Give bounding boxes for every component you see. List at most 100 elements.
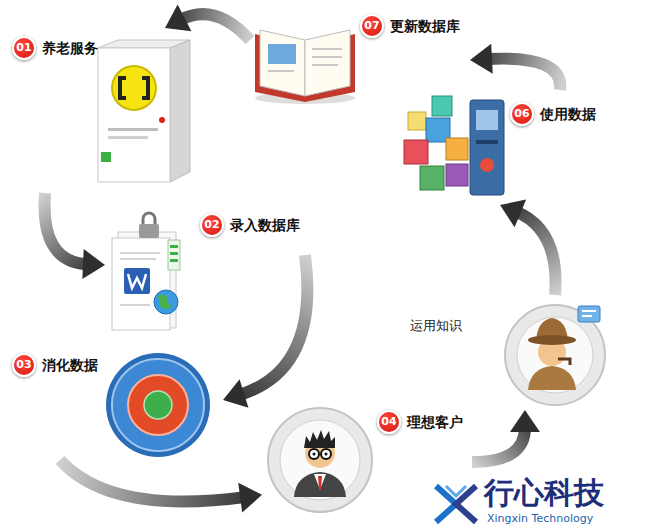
paper bbox=[112, 238, 170, 330]
step-label: 录入数据库 bbox=[230, 215, 300, 235]
document-icon bbox=[112, 213, 180, 330]
logo-subtitle: Xingxin Technology bbox=[487, 512, 593, 526]
flow-arrow bbox=[472, 410, 540, 462]
arrow-shaft bbox=[240, 255, 308, 395]
eye bbox=[313, 453, 316, 456]
step-label: 使用数据 bbox=[540, 104, 596, 124]
machine-button bbox=[480, 158, 494, 172]
pipe bbox=[558, 359, 570, 365]
frame-ring bbox=[505, 305, 605, 405]
step-node: 04理想客户 bbox=[262, 400, 472, 520]
step-node: 02 录入数据库 bbox=[105, 205, 305, 325]
machine bbox=[470, 100, 504, 195]
hat-brim bbox=[528, 335, 576, 345]
book-picture bbox=[268, 44, 296, 64]
arrow-head bbox=[82, 249, 105, 279]
frame-inner bbox=[280, 420, 360, 500]
step-node: 运用知识 bbox=[405, 295, 610, 410]
book-line bbox=[312, 64, 338, 66]
box-emblem bbox=[112, 66, 156, 110]
logo-stroke bbox=[446, 486, 466, 496]
customer-icon bbox=[268, 408, 372, 512]
step-number: 06 bbox=[510, 102, 534, 126]
paper-line bbox=[120, 252, 160, 254]
knowledge-label: 运用知识 bbox=[410, 317, 462, 335]
emblem-bracket bbox=[142, 78, 148, 98]
book-line bbox=[268, 70, 294, 72]
step-node: 01养老服务 bbox=[8, 28, 208, 193]
knowledge-icon bbox=[505, 305, 605, 405]
panel-line bbox=[582, 315, 592, 317]
flow-arrow bbox=[45, 193, 105, 279]
step-label: 消化数据 bbox=[42, 355, 98, 375]
database-book-icon bbox=[255, 30, 355, 104]
step-number: 04 bbox=[377, 410, 401, 434]
glasses bbox=[321, 449, 331, 459]
list-bar bbox=[170, 245, 178, 248]
panel-line bbox=[582, 310, 596, 312]
cube bbox=[446, 138, 468, 160]
flow-arrow bbox=[223, 255, 307, 408]
cube bbox=[420, 166, 444, 190]
step-number: 03 bbox=[12, 353, 36, 377]
arrow-head bbox=[470, 44, 493, 74]
arrow-head bbox=[165, 5, 191, 32]
disc-ring bbox=[112, 359, 204, 451]
cube bbox=[404, 140, 428, 164]
flow-arrow bbox=[470, 44, 560, 90]
book-line bbox=[312, 56, 342, 58]
logo-text: 行心科技 bbox=[484, 476, 604, 510]
cube bbox=[446, 164, 468, 186]
coat bbox=[528, 366, 576, 390]
frame-ring bbox=[268, 408, 372, 512]
logo-mark bbox=[436, 486, 476, 522]
machine-slot bbox=[476, 140, 498, 144]
step-number: 01 bbox=[12, 36, 36, 60]
lock-body bbox=[139, 224, 159, 238]
book-page bbox=[305, 30, 350, 96]
list-icon bbox=[168, 240, 180, 270]
machine-screen bbox=[476, 110, 498, 130]
eye bbox=[325, 453, 328, 456]
arrow-shaft bbox=[181, 14, 250, 40]
arrow-shaft bbox=[472, 428, 525, 462]
cube bbox=[408, 112, 426, 130]
list-bar bbox=[170, 252, 178, 255]
step-node: 06 使用数据 bbox=[398, 90, 608, 205]
emblem-bracket bbox=[120, 78, 126, 98]
frame-inner bbox=[517, 317, 593, 393]
step-label: 更新数据库 bbox=[390, 16, 460, 36]
step-node: 03 消化数据 bbox=[8, 345, 223, 460]
paper-line bbox=[120, 258, 156, 260]
flow-arrow bbox=[60, 460, 262, 513]
software-box-icon bbox=[98, 40, 190, 182]
arrow-head bbox=[500, 200, 526, 228]
lock-shackle bbox=[143, 213, 155, 224]
word-mark bbox=[128, 274, 146, 288]
globe bbox=[154, 290, 178, 314]
data-use-icon bbox=[404, 96, 504, 195]
box-side bbox=[170, 40, 190, 182]
step-node: 07 更新数据库 bbox=[250, 4, 470, 109]
paper-line bbox=[120, 304, 150, 306]
glasses bbox=[309, 449, 319, 459]
arrow-shaft bbox=[60, 460, 245, 502]
arrow-head bbox=[223, 379, 248, 408]
suit bbox=[294, 472, 346, 497]
shirt bbox=[314, 474, 326, 490]
disc-outer bbox=[106, 353, 210, 457]
step-number: 07 bbox=[360, 14, 384, 38]
arrow-head bbox=[510, 410, 540, 432]
box-line bbox=[108, 128, 158, 131]
box-front bbox=[98, 48, 170, 182]
arrow-head bbox=[238, 483, 262, 513]
flow-arrow bbox=[165, 5, 250, 40]
globe-land bbox=[158, 294, 172, 309]
arrow-shaft bbox=[516, 212, 555, 295]
step-number: 02 bbox=[200, 213, 224, 237]
box-dot bbox=[159, 117, 165, 123]
data-disc-icon bbox=[106, 353, 210, 457]
tie bbox=[318, 476, 322, 490]
word-icon bbox=[124, 268, 150, 294]
